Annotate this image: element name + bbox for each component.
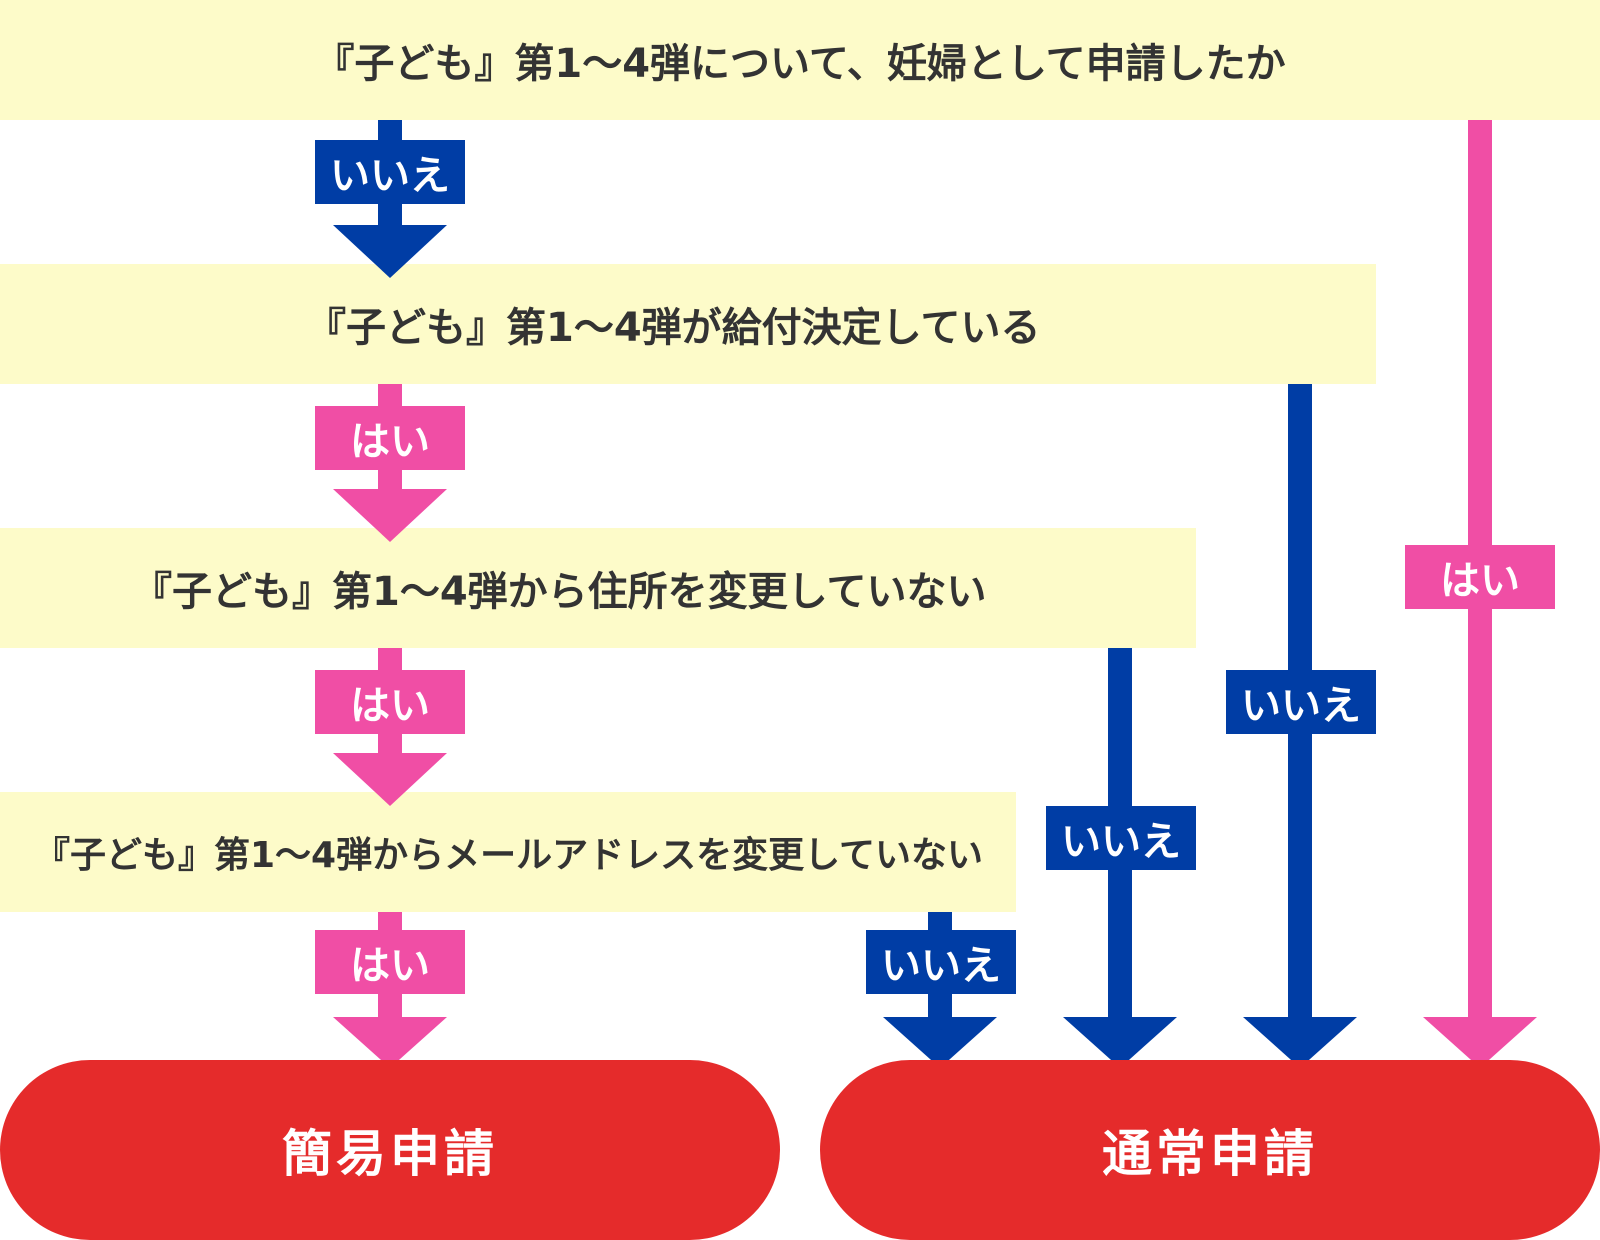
label-q3-no: いいえ xyxy=(1046,806,1196,870)
question-box-3: 『子ども』第1～4弾から住所を変更していない xyxy=(0,528,1196,648)
label-q1-yes: はい xyxy=(1405,545,1555,609)
result-normal-application: 通常申請 xyxy=(820,1060,1600,1240)
label-q2-no: いいえ xyxy=(1226,670,1376,734)
arrow-head-q4-no xyxy=(883,1017,997,1068)
question-text-2: 『子ども』第1～4弾が給付決定している xyxy=(306,305,1041,351)
question-box-4: 『子ども』第1～4弾からメールアドレスを変更していない xyxy=(0,792,1016,912)
arrow-head-q2-yes xyxy=(333,489,447,542)
question-text-4: 『子ども』第1～4弾からメールアドレスを変更していない xyxy=(34,835,984,876)
label-q1-no: いいえ xyxy=(315,140,465,204)
label-q4-yes: はい xyxy=(315,930,465,994)
result-simple-application: 簡易申請 xyxy=(0,1060,780,1240)
question-box-2: 『子ども』第1～4弾が給付決定している xyxy=(0,264,1376,384)
arrow-head-q3-yes xyxy=(333,753,447,806)
arrow-head-q2-no xyxy=(1243,1017,1357,1068)
arrow-head-q4-yes xyxy=(333,1017,447,1068)
label-q4-no: いいえ xyxy=(866,930,1016,994)
label-q2-yes: はい xyxy=(315,406,465,470)
label-q3-yes: はい xyxy=(315,670,465,734)
question-box-1: 『子ども』第1～4弾について、妊婦として申請したか xyxy=(0,0,1600,120)
arrow-head-q1-yes xyxy=(1423,1017,1537,1068)
arrow-head-q1-no xyxy=(333,225,447,278)
question-text-3: 『子ども』第1～4弾から住所を変更していない xyxy=(132,569,987,615)
question-text-1: 『子ども』第1～4弾について、妊婦として申請したか xyxy=(314,41,1286,87)
arrow-head-q3-no xyxy=(1063,1017,1177,1068)
